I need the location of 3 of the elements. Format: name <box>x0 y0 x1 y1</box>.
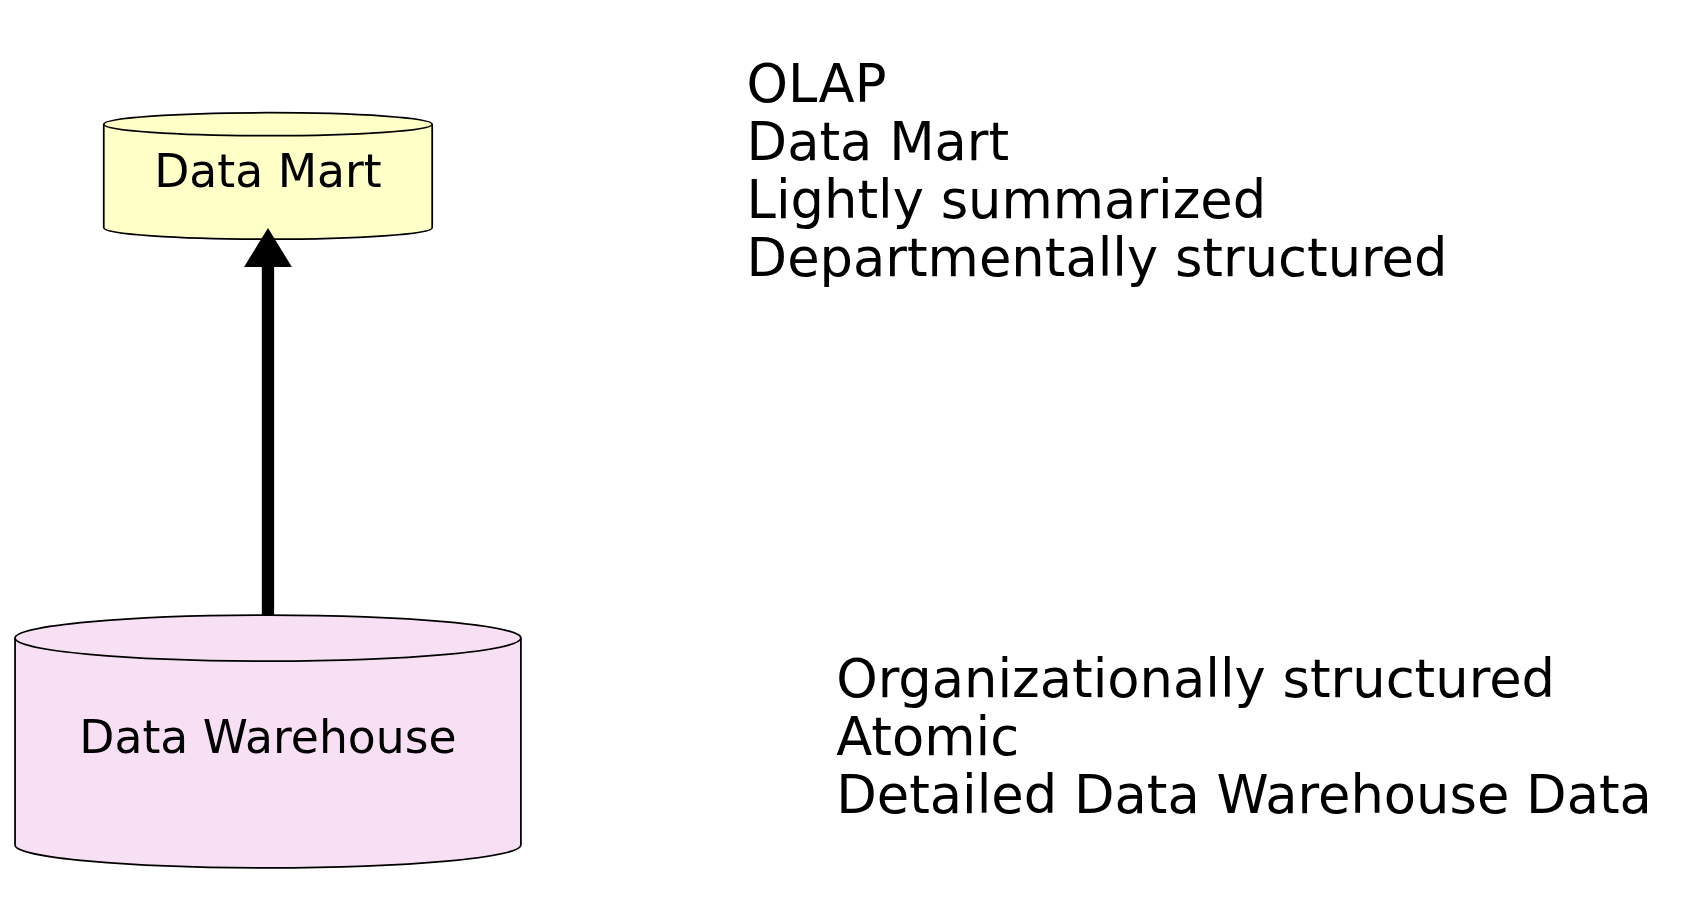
node-label: Organizationally structured <box>836 647 1556 709</box>
node-label: Detailed Data Warehouse Data <box>836 763 1652 825</box>
arrow <box>244 227 292 615</box>
